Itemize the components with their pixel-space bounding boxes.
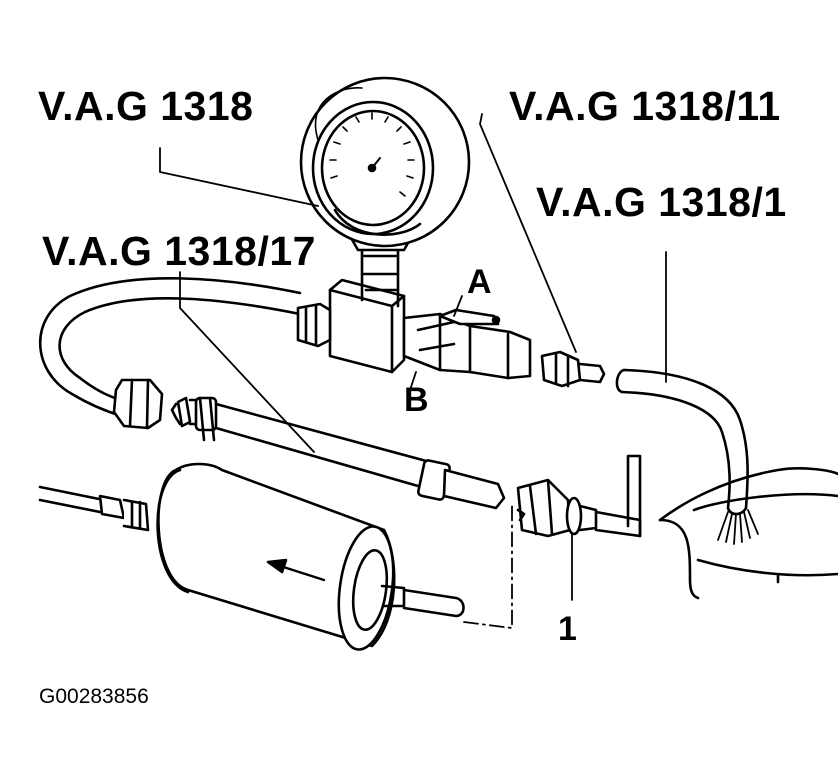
- label-valve-b: B: [404, 381, 429, 419]
- valve-block: [296, 234, 532, 380]
- label-vag-1318-17: V.A.G 1318/17: [42, 228, 316, 274]
- connection-path: [463, 503, 513, 629]
- leader-lines: [159, 113, 667, 601]
- label-connector-1: 1: [558, 610, 577, 648]
- adapter-1318-17-hose: [170, 396, 506, 510]
- adapter-1318-1-hose: [615, 368, 759, 545]
- beaker: [658, 467, 838, 600]
- label-valve-a: A: [467, 263, 492, 301]
- figure-code: G00283856: [39, 685, 149, 708]
- hose-nut: [112, 378, 164, 430]
- connector-1: [516, 454, 642, 538]
- label-vag-1318: V.A.G 1318: [38, 83, 254, 129]
- adapter-1318-11: [540, 350, 606, 388]
- gauge-ticks: [329, 112, 415, 197]
- pressure-gauge: [299, 76, 471, 248]
- label-vag-1318-1: V.A.G 1318/1: [536, 179, 787, 225]
- fuel-filter: [38, 462, 465, 651]
- label-vag-1318-11: V.A.G 1318/11: [509, 83, 781, 129]
- return-hose: [38, 277, 302, 418]
